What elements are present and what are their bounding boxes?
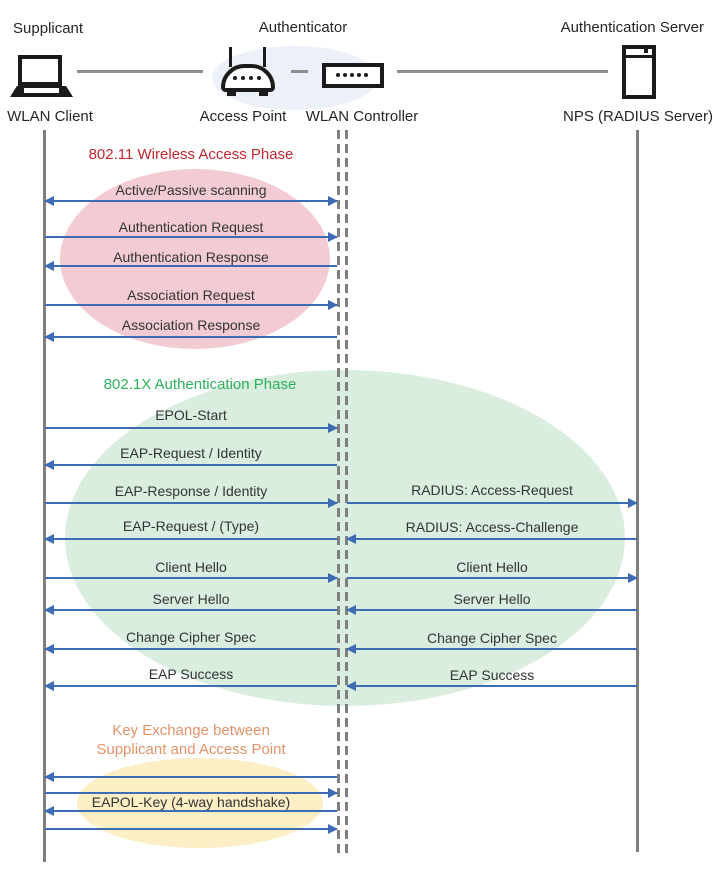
- ap-antenna-left: [229, 47, 232, 67]
- arrow-epol-start: [45, 423, 338, 433]
- ap-led: [241, 76, 245, 80]
- message-label: EPOL-Start: [155, 407, 227, 423]
- arrow-eap-response-identity: [45, 498, 338, 508]
- message-label: Server Hello: [152, 591, 230, 607]
- ap-led: [257, 76, 261, 80]
- ap-led: [233, 76, 237, 80]
- arrow-eapol-key-4: [45, 824, 338, 834]
- controller-led: [336, 73, 340, 77]
- message-label: Authentication Request: [118, 219, 264, 235]
- arrow-client-hello-left: [45, 573, 338, 583]
- connector-ap-to-controller: [291, 70, 308, 73]
- arrow-radius-access-challenge: [346, 534, 637, 544]
- arrow-eapol-key-2: [45, 788, 338, 798]
- lifeline-nps: [636, 130, 639, 852]
- message-label: EAPOL-Key (4-way handshake): [91, 794, 291, 810]
- message-label: Client Hello: [456, 559, 528, 575]
- message-label: Authentication Response: [113, 249, 269, 265]
- node-label-access-point: Access Point: [199, 108, 287, 125]
- arrow-client-hello-right: [347, 573, 638, 583]
- server-led: [644, 49, 648, 53]
- arrow-active-passive-scanning: [44, 196, 338, 206]
- ap-foot-right: [259, 89, 268, 96]
- message-label: Change Cipher Spec: [427, 630, 557, 646]
- arrow-eapol-key-1: [44, 772, 337, 782]
- arrow-server-hello-left: [44, 605, 337, 615]
- controller-led: [350, 73, 354, 77]
- node-label-nps: NPS (RADIUS Server): [562, 108, 713, 125]
- message-label: Active/Passive scanning: [115, 182, 267, 198]
- arrow-change-cipher-spec-right: [346, 644, 637, 654]
- ap-antenna-right: [263, 47, 266, 67]
- message-label: Association Response: [121, 317, 261, 333]
- laptop-base-inner: [24, 88, 59, 93]
- arrow-authentication-request: [45, 232, 338, 242]
- phase-title-dot1x-auth: 802.1X Authentication Phase: [103, 376, 297, 393]
- arrow-server-hello-right: [346, 605, 637, 615]
- ap-body: [221, 64, 275, 92]
- message-label: RADIUS: Access-Request: [411, 482, 573, 498]
- controller-led: [357, 73, 361, 77]
- message-label: Change Cipher Spec: [126, 629, 256, 645]
- arrow-change-cipher-spec-left: [44, 644, 337, 654]
- server-body: [622, 45, 656, 99]
- lifeline-wlan-controller-outer: [337, 130, 340, 854]
- arrow-association-response: [44, 332, 337, 342]
- lifeline-wlan-controller-inner: [345, 130, 348, 854]
- phase-title-wireless-access: 802.11 Wireless Access Phase: [88, 146, 294, 163]
- message-label: EAP Success: [148, 666, 234, 682]
- role-supplicant: Supplicant: [13, 20, 84, 37]
- controller-led: [364, 73, 368, 77]
- message-label: Client Hello: [155, 559, 227, 575]
- node-label-wlan-client: WLAN Client: [7, 108, 93, 125]
- role-authentication-server: Authentication Server: [560, 19, 704, 36]
- server-divider: [626, 55, 652, 58]
- arrow-eap-success-left: [44, 681, 337, 691]
- message-label: RADIUS: Access-Challenge: [405, 519, 579, 535]
- connector-client-to-ap: [77, 70, 203, 73]
- connector-controller-to-server: [397, 70, 608, 73]
- phase-title-key-exchange-line2: Supplicant and Access Point: [96, 741, 286, 758]
- laptop-screen: [18, 55, 62, 86]
- message-label: EAP-Response / Identity: [114, 483, 268, 499]
- role-authenticator: Authenticator: [258, 19, 348, 36]
- message-label: EAP Success: [449, 667, 535, 683]
- phase-title-key-exchange-line1: Key Exchange between: [112, 722, 270, 739]
- message-label: EAP-Request / (Type): [122, 518, 260, 534]
- arrow-eap-request-type: [44, 534, 337, 544]
- ap-led: [249, 76, 253, 80]
- node-label-wlan-controller: WLAN Controller: [305, 108, 419, 125]
- lifeline-wlan-client: [43, 130, 46, 862]
- arrow-eap-success-right: [346, 681, 637, 691]
- arrow-association-request: [45, 300, 338, 310]
- ap-foot-left: [227, 89, 236, 96]
- key-exchange-phase-ellipse: [77, 758, 323, 848]
- wireless-access-phase-ellipse: [60, 169, 330, 349]
- arrow-authentication-response: [44, 261, 337, 271]
- arrow-radius-access-request: [347, 498, 638, 508]
- controller-led: [343, 73, 347, 77]
- arrow-eap-request-identity: [44, 460, 337, 470]
- message-label: Association Request: [127, 287, 255, 303]
- message-label: Server Hello: [453, 591, 531, 607]
- arrow-eapol-key-3: [44, 806, 337, 816]
- message-label: EAP-Request / Identity: [120, 445, 262, 461]
